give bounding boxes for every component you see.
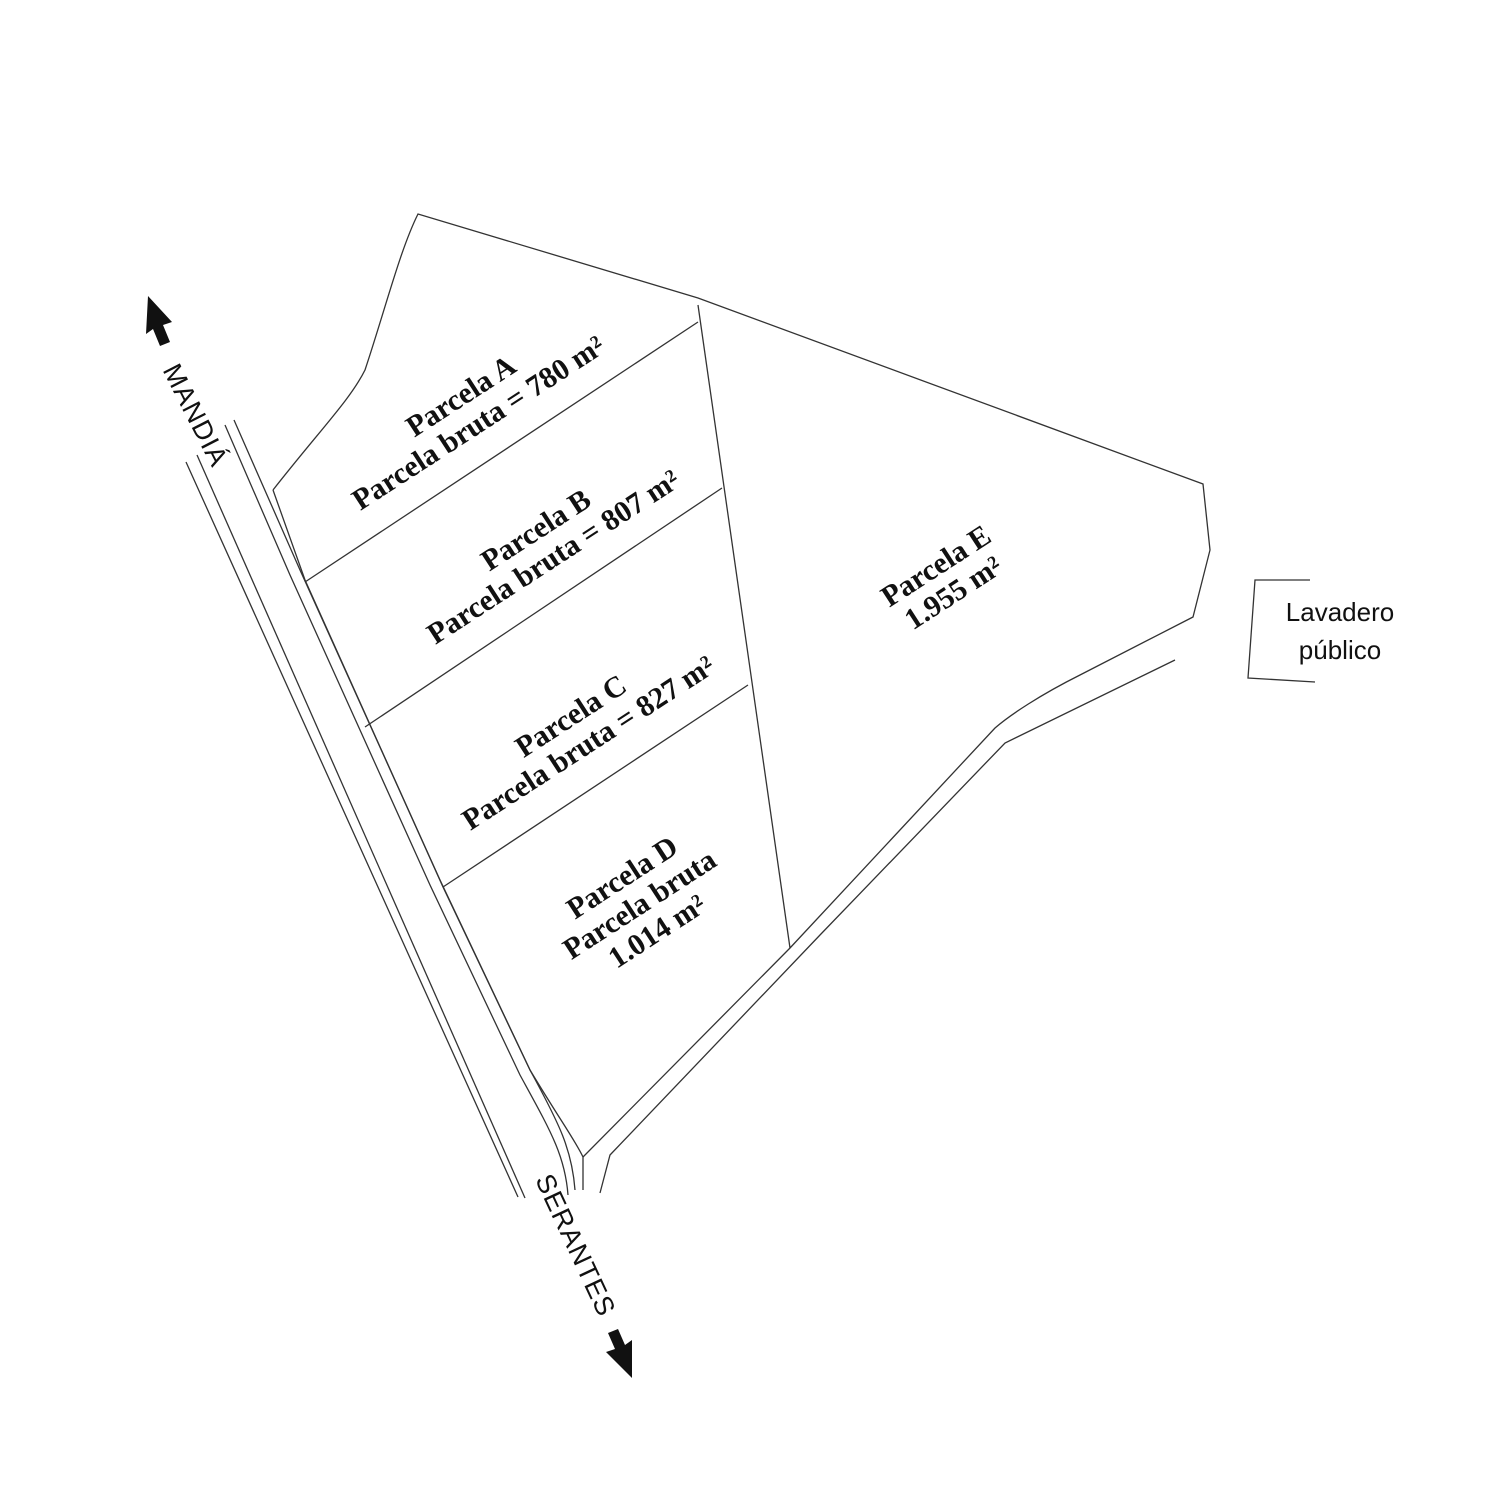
lavadero-label: Lavadero público [1265, 593, 1415, 669]
lavadero-line2: público [1298, 635, 1382, 665]
divider-a-e [697, 304, 791, 949]
divider-c-d [442, 684, 749, 888]
divider-b-c [364, 487, 723, 728]
divider-a-b [304, 321, 699, 583]
road-line [233, 419, 576, 1191]
road-line [185, 461, 519, 1198]
lavadero-line1: Lavadero [1285, 597, 1395, 627]
side-road-line [599, 659, 1176, 1194]
road-line [224, 424, 569, 1196]
road-line [196, 454, 526, 1199]
lavadero-outline [1247, 579, 1316, 683]
outer-boundary [272, 213, 1211, 1158]
arrow-north-icon [146, 296, 172, 346]
arrow-south-icon [606, 1329, 632, 1378]
